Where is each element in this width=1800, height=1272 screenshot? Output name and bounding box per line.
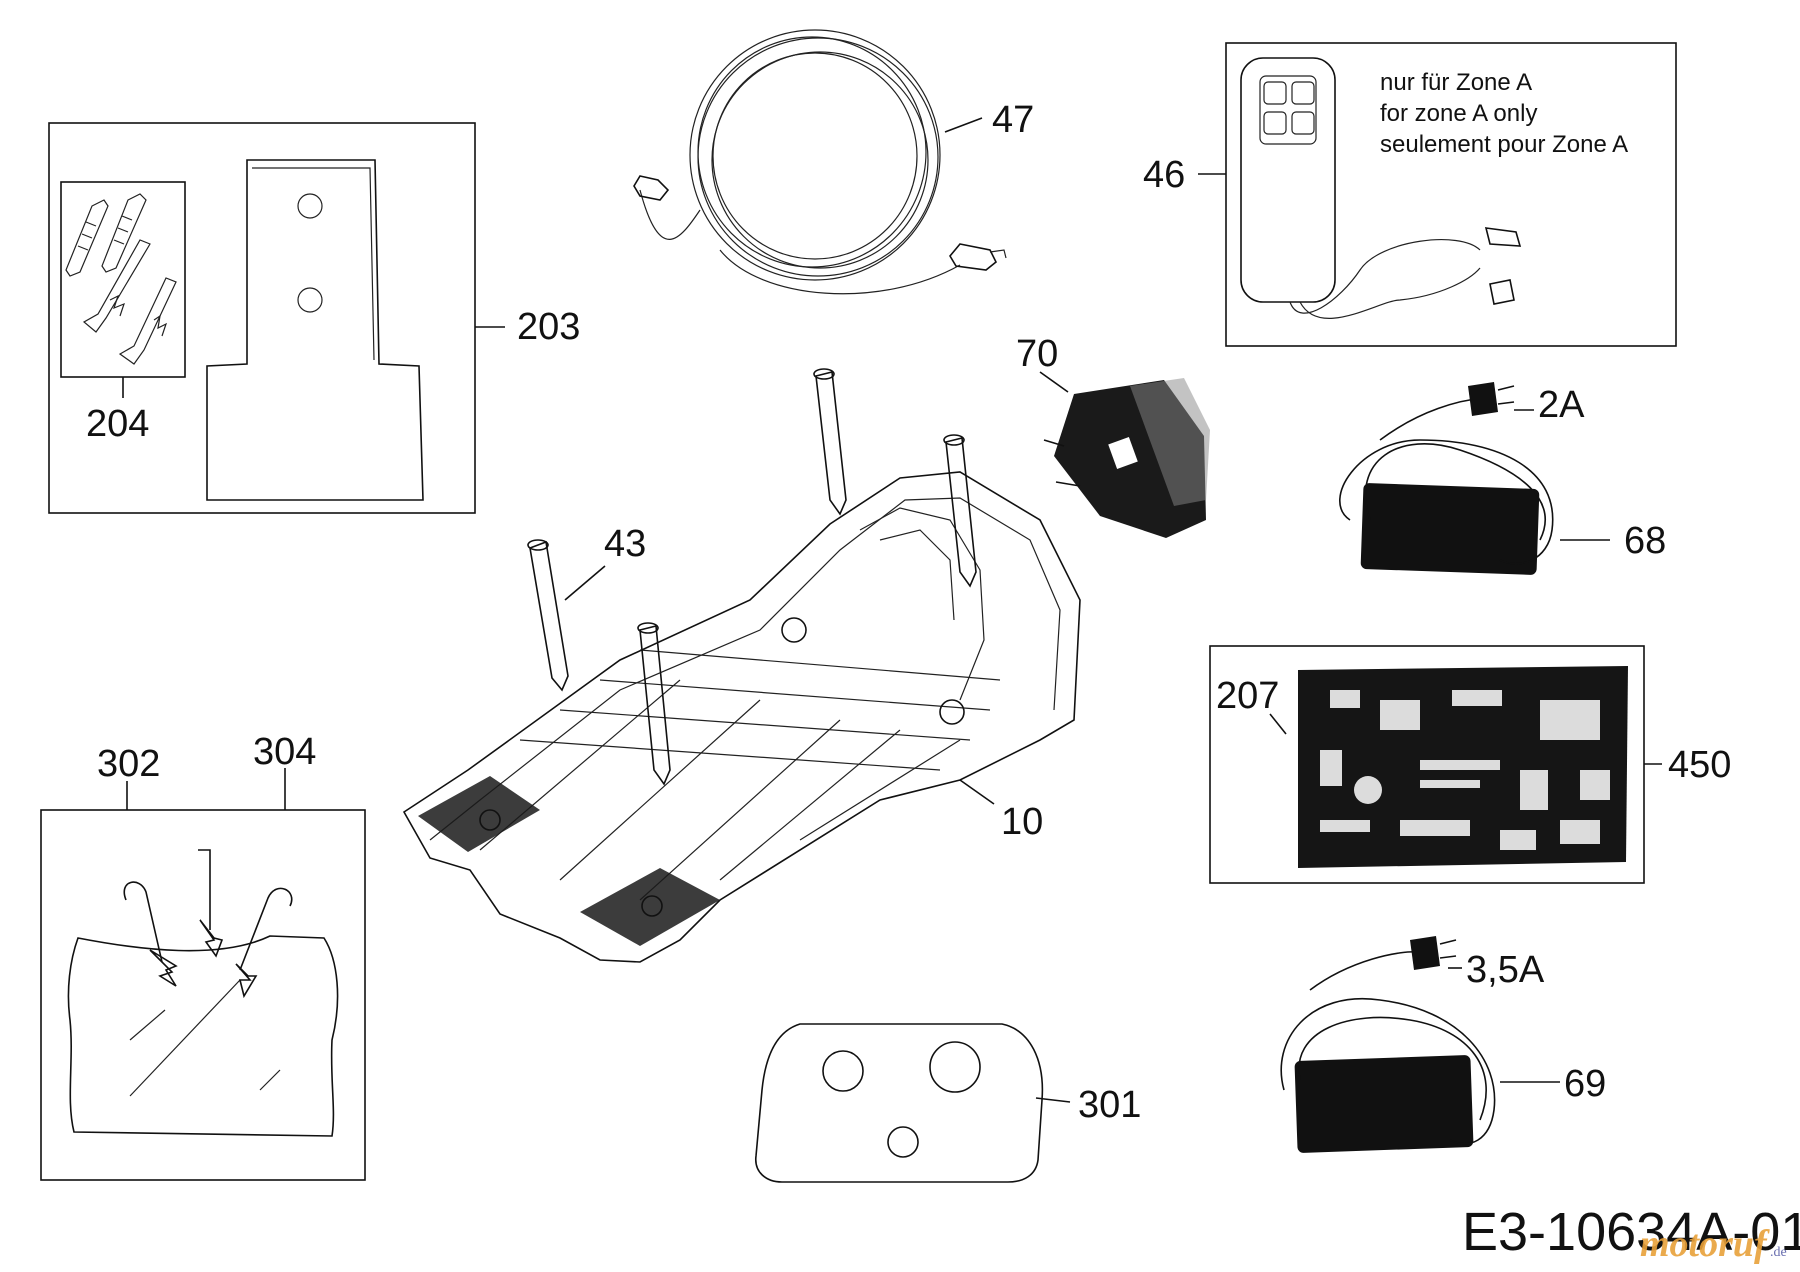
part-number-301: 301	[1078, 1084, 1141, 1126]
charger-68-rating: 2A	[1538, 384, 1585, 426]
bracket-assembly-group: 203 204	[48, 122, 580, 514]
part-number-46: 46	[1143, 154, 1185, 196]
part-number-304: 304	[253, 731, 316, 773]
watermark-text: motoruf	[1640, 1223, 1770, 1265]
leader-line-70	[1039, 371, 1069, 393]
hooks-bag-group: 302 304	[40, 731, 366, 1181]
hooks-bag-box-frame	[40, 809, 366, 1181]
leader-line-207	[1269, 713, 1287, 735]
drawing-code: E3-10634A-01	[1462, 1202, 1800, 1262]
label-plate-hole-bottom	[887, 1126, 919, 1158]
lawn-hooks-drawing	[123, 849, 293, 999]
label-plate-group: 301	[755, 1023, 1141, 1183]
label-plate-hole-right	[929, 1041, 981, 1093]
part-number-450: 450	[1668, 744, 1731, 786]
part-number-204: 204	[86, 403, 149, 445]
boundary-wire-coil-group: 47	[633, 29, 1034, 295]
ground-pegs-drawing	[527, 368, 977, 786]
zone-note-en: for zone A only	[1380, 100, 1537, 127]
watermark-suffix: .de	[1770, 1245, 1787, 1260]
charging-base-group: 43 10	[402, 368, 1081, 963]
bracket-box-frame	[48, 122, 476, 514]
zone-note-fr: seulement pour Zone A	[1380, 131, 1628, 158]
leader-line-301	[1035, 1097, 1071, 1103]
circuit-board-drawing	[1298, 666, 1628, 868]
part-number-207: 207	[1216, 675, 1279, 717]
part-number-302: 302	[97, 743, 160, 785]
part-number-70: 70	[1016, 333, 1058, 375]
part-number-68: 68	[1624, 520, 1666, 562]
charger-2a-drawing	[1339, 382, 1554, 575]
charger-35a-drawing	[1280, 936, 1496, 1153]
circuit-board-group: 207 450	[1209, 645, 1731, 884]
charging-base-plate-drawing	[402, 471, 1081, 963]
leader-line-43	[564, 565, 606, 601]
bag-drawing	[67, 935, 339, 1137]
part-number-10: 10	[1001, 801, 1043, 843]
power-adapter-drawing	[1043, 378, 1210, 538]
charger-2a-group: 2A 68	[1339, 382, 1666, 575]
part-number-47: 47	[992, 99, 1034, 141]
wall-bracket-plate-drawing	[206, 159, 424, 501]
charger-69-rating: 3,5A	[1466, 949, 1545, 991]
dowels-and-screws-drawing	[65, 193, 177, 365]
part-number-43: 43	[604, 523, 646, 565]
part-number-203: 203	[517, 306, 580, 348]
part-number-69: 69	[1564, 1063, 1606, 1105]
leader-line-10	[959, 779, 995, 805]
power-adapter-group: 70	[1016, 333, 1210, 538]
remote-control-drawing	[1240, 57, 1522, 319]
charger-35a-group: 3,5A 69	[1280, 936, 1606, 1153]
label-plate-drawing	[755, 1023, 1044, 1183]
zone-note-de: nur für Zone A	[1380, 69, 1532, 96]
label-plate-hole-left	[822, 1050, 864, 1092]
leader-line-47	[944, 117, 983, 133]
wire-coil-drawing	[633, 29, 1007, 295]
remote-control-group: 46 nur für Zone A for zone A only seulem…	[1143, 42, 1677, 347]
remote-box-frame	[1225, 42, 1677, 347]
